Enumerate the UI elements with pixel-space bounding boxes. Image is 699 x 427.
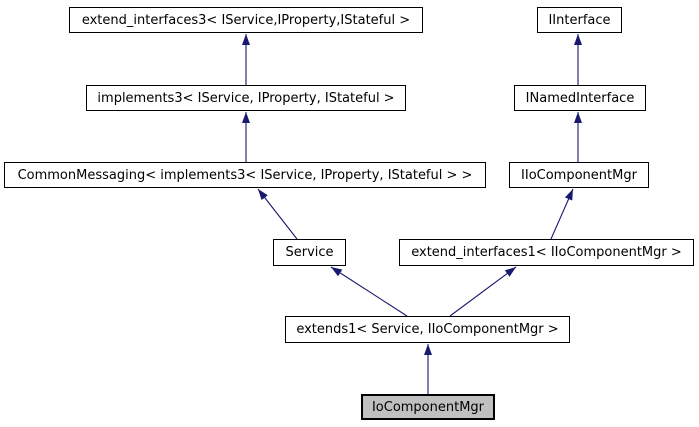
node-service[interactable]: Service bbox=[273, 239, 346, 266]
node-iocomponentmgr-current: IoComponentMgr bbox=[361, 394, 495, 420]
node-commonmessaging[interactable]: CommonMessaging< implements3< IService, … bbox=[4, 162, 486, 188]
node-iiocomponentmgr[interactable]: IIoComponentMgr bbox=[509, 162, 649, 188]
edge-extend-interfaces1-to-iiocomponentmgr bbox=[550, 188, 574, 240]
edge-extends1-to-extend-interfaces1 bbox=[449, 266, 517, 317]
node-iinterface[interactable]: IInterface bbox=[537, 7, 622, 33]
node-implements3[interactable]: implements3< IService, IProperty, IState… bbox=[86, 85, 406, 111]
node-inamedinterface[interactable]: INamedInterface bbox=[514, 85, 646, 111]
edge-extends1-to-service bbox=[330, 266, 408, 317]
edge-service-to-commonmessaging bbox=[257, 188, 298, 240]
node-extend-interfaces3[interactable]: extend_interfaces3< IService,IProperty,I… bbox=[69, 7, 423, 33]
node-extends1[interactable]: extends1< Service, IIoComponentMgr > bbox=[285, 316, 570, 343]
node-extend-interfaces1[interactable]: extend_interfaces1< IIoComponentMgr > bbox=[399, 239, 694, 266]
